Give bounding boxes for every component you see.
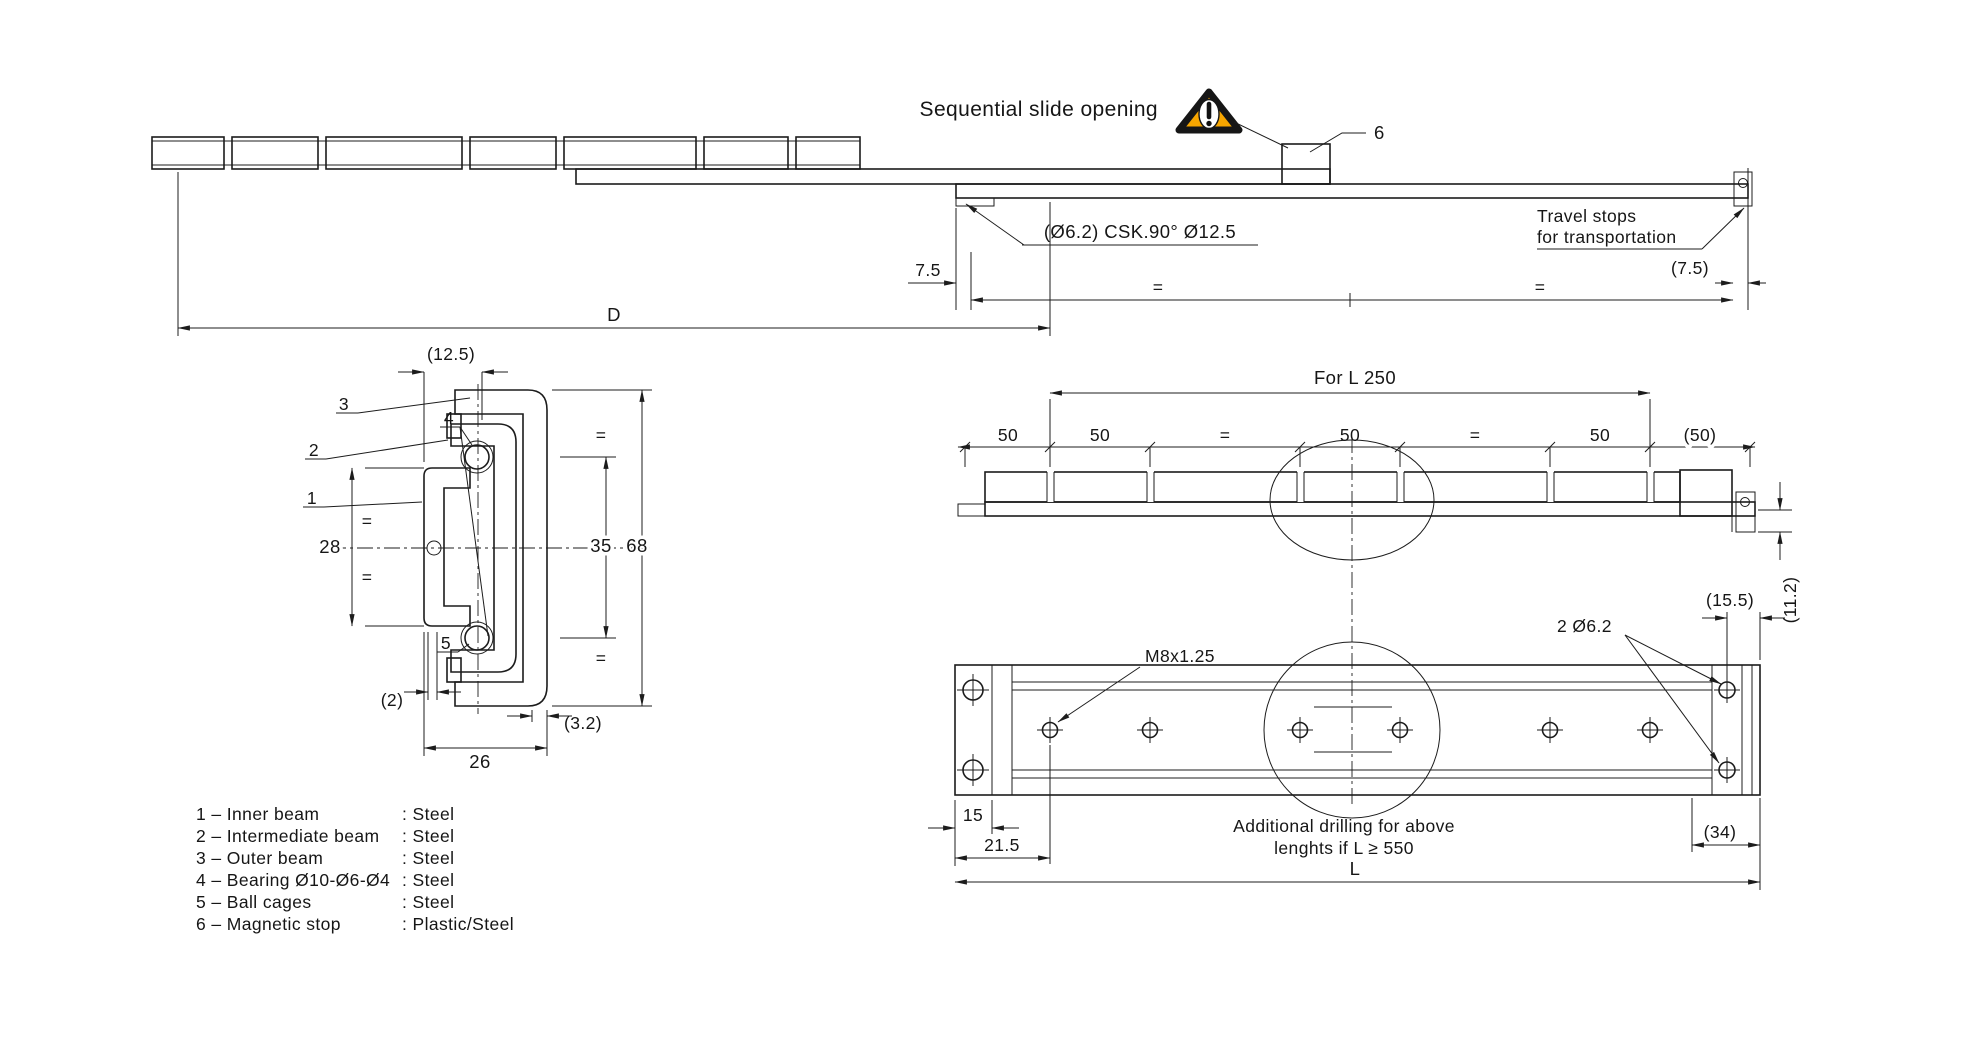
callout-outer-beam: 3 — [339, 394, 349, 414]
chain-dim-4: = — [1470, 425, 1481, 445]
warning-icon — [1175, 88, 1243, 134]
travel-stops-leader — [1701, 207, 1745, 250]
parts-list-item-value: : Steel — [402, 826, 454, 846]
eq-left-upper: = — [362, 511, 373, 531]
eq-top: = — [596, 425, 607, 445]
plan-view: M8x1.25 2 Ø6.2 15 21.5 (34) L Additional… — [928, 616, 1761, 890]
intermediate-beam-section — [450, 423, 517, 673]
dim-3-2: (3.2) — [564, 713, 602, 733]
parts-list-item-value: : Steel — [402, 848, 454, 868]
parts-list: 1 – Inner beam : Steel 2 – Intermediate … — [196, 804, 514, 934]
parts-list-item-label: 2 – Intermediate beam — [196, 826, 380, 846]
callout-inner-beam: 1 — [307, 488, 317, 508]
chain-dim-6: (50) — [1684, 425, 1717, 445]
intermediate-beam — [575, 168, 1331, 185]
upper-beam — [151, 136, 861, 170]
eq-left-lower: = — [362, 567, 373, 587]
dim-15-5: (15.5) — [1706, 590, 1754, 610]
drilling-note-line2: lenghts if L ≥ 550 — [1274, 838, 1414, 858]
top-view: Sequential slide opening 6 (Ø6.2) CSK.90… — [151, 88, 1766, 336]
parts-list-item-value: : Steel — [402, 804, 454, 824]
corner-hole-left-top — [957, 674, 989, 706]
dim-26: 26 — [469, 751, 490, 772]
eq-left: = — [1153, 277, 1164, 297]
parts-list-item-value: : Steel — [402, 892, 454, 912]
ball-cage-top — [460, 440, 494, 474]
dim-D: D — [607, 304, 621, 325]
callout-ball-cage: 5 — [441, 633, 451, 653]
dim-11-2: (11.2) — [1780, 577, 1800, 624]
inner-beam — [955, 183, 1749, 199]
travel-stops-line2: for transportation — [1537, 227, 1677, 247]
chain-dim-2: = — [1220, 425, 1231, 445]
eq-bottom: = — [596, 648, 607, 668]
dim-35: 35 — [590, 535, 611, 556]
drilling-note-line1: Additional drilling for above — [1233, 816, 1455, 836]
warning-exclamation-dot — [1206, 120, 1212, 127]
chain-dim-3: 50 — [1340, 425, 1360, 445]
warning-leader — [1233, 121, 1289, 149]
dim-7-5-paren: (7.5) — [1671, 258, 1709, 278]
magnetic-stop-side — [1679, 469, 1733, 517]
dim-7-5: 7.5 — [915, 260, 941, 280]
dim-21-5: 21.5 — [984, 835, 1020, 855]
travel-stops-line1: Travel stops — [1537, 206, 1636, 226]
parts-list-item-value: : Plastic/Steel — [402, 914, 514, 934]
dim-34: (34) — [1704, 822, 1737, 842]
eq-right: = — [1535, 277, 1546, 297]
hole-leader-bottom — [1624, 634, 1720, 764]
lance-slots — [1046, 471, 1655, 502]
hole-callout: 2 Ø6.2 — [1557, 616, 1612, 636]
dim-12-5: (12.5) — [427, 344, 475, 364]
parts-list-item-label: 1 – Inner beam — [196, 804, 319, 824]
plan-outline — [954, 664, 1761, 796]
side-view: For L 250 50 50 = 50 = 50 (50) — [957, 364, 1800, 808]
travel-stop-clip — [1733, 168, 1753, 210]
parts-list-item-label: 5 – Ball cages — [196, 892, 312, 912]
parts-list-item-value: : Steel — [402, 870, 454, 890]
callout-6-leader — [1309, 132, 1366, 153]
thread-callout: M8x1.25 — [1145, 646, 1215, 666]
chain-dim-ticks — [959, 441, 1756, 467]
csk-note: (Ø6.2) CSK.90° Ø12.5 — [1044, 221, 1236, 242]
dim-L: L — [1350, 858, 1361, 879]
dim-68: 68 — [626, 535, 647, 556]
parts-list-item-label: 4 – Bearing Ø10-Ø6-Ø4 — [196, 870, 390, 890]
callout-bearing: 4 — [444, 408, 454, 428]
chain-dim-5: 50 — [1590, 425, 1610, 445]
corner-hole-right-top — [1714, 677, 1740, 703]
parts-list-item-label: 3 – Outer beam — [196, 848, 323, 868]
chain-dim-1: 50 — [1090, 425, 1110, 445]
thread-holes — [1037, 717, 1663, 743]
section-view: (12.5) 3 4 2 1 5 28 = = 35 68 = = — [303, 344, 652, 772]
side-rail — [957, 469, 1756, 533]
travel-stop-side — [1731, 470, 1756, 533]
inner-beam-end-lip — [955, 197, 995, 207]
hole-leader-top — [1624, 634, 1722, 685]
bearing-top — [464, 444, 490, 470]
dim-28: 28 — [319, 536, 340, 557]
ball-cage-bottom — [460, 621, 494, 655]
chain-dim-0: 50 — [998, 425, 1018, 445]
callout-magnetic-stop: 6 — [1374, 122, 1385, 143]
outer-beam-section — [454, 389, 548, 707]
thread-leader — [1057, 666, 1141, 723]
heading-sequential-slide: Sequential slide opening — [920, 98, 1158, 121]
dim-for-l250: For L 250 — [1314, 367, 1396, 388]
bearing-bottom — [464, 625, 490, 651]
parts-list-item-label: 6 – Magnetic stop — [196, 914, 341, 934]
corner-hole-left-bottom — [957, 754, 989, 786]
dim-2: (2) — [381, 690, 404, 710]
callout-intermediate-beam: 2 — [309, 440, 319, 460]
inner-beam-section — [423, 467, 471, 627]
csk-leader — [965, 203, 1025, 246]
detail-circle-plan — [1263, 641, 1441, 819]
corner-hole-right-bottom — [1714, 757, 1740, 783]
magnetic-stop — [1281, 143, 1331, 185]
dim-15-edge: 15 — [963, 805, 983, 825]
